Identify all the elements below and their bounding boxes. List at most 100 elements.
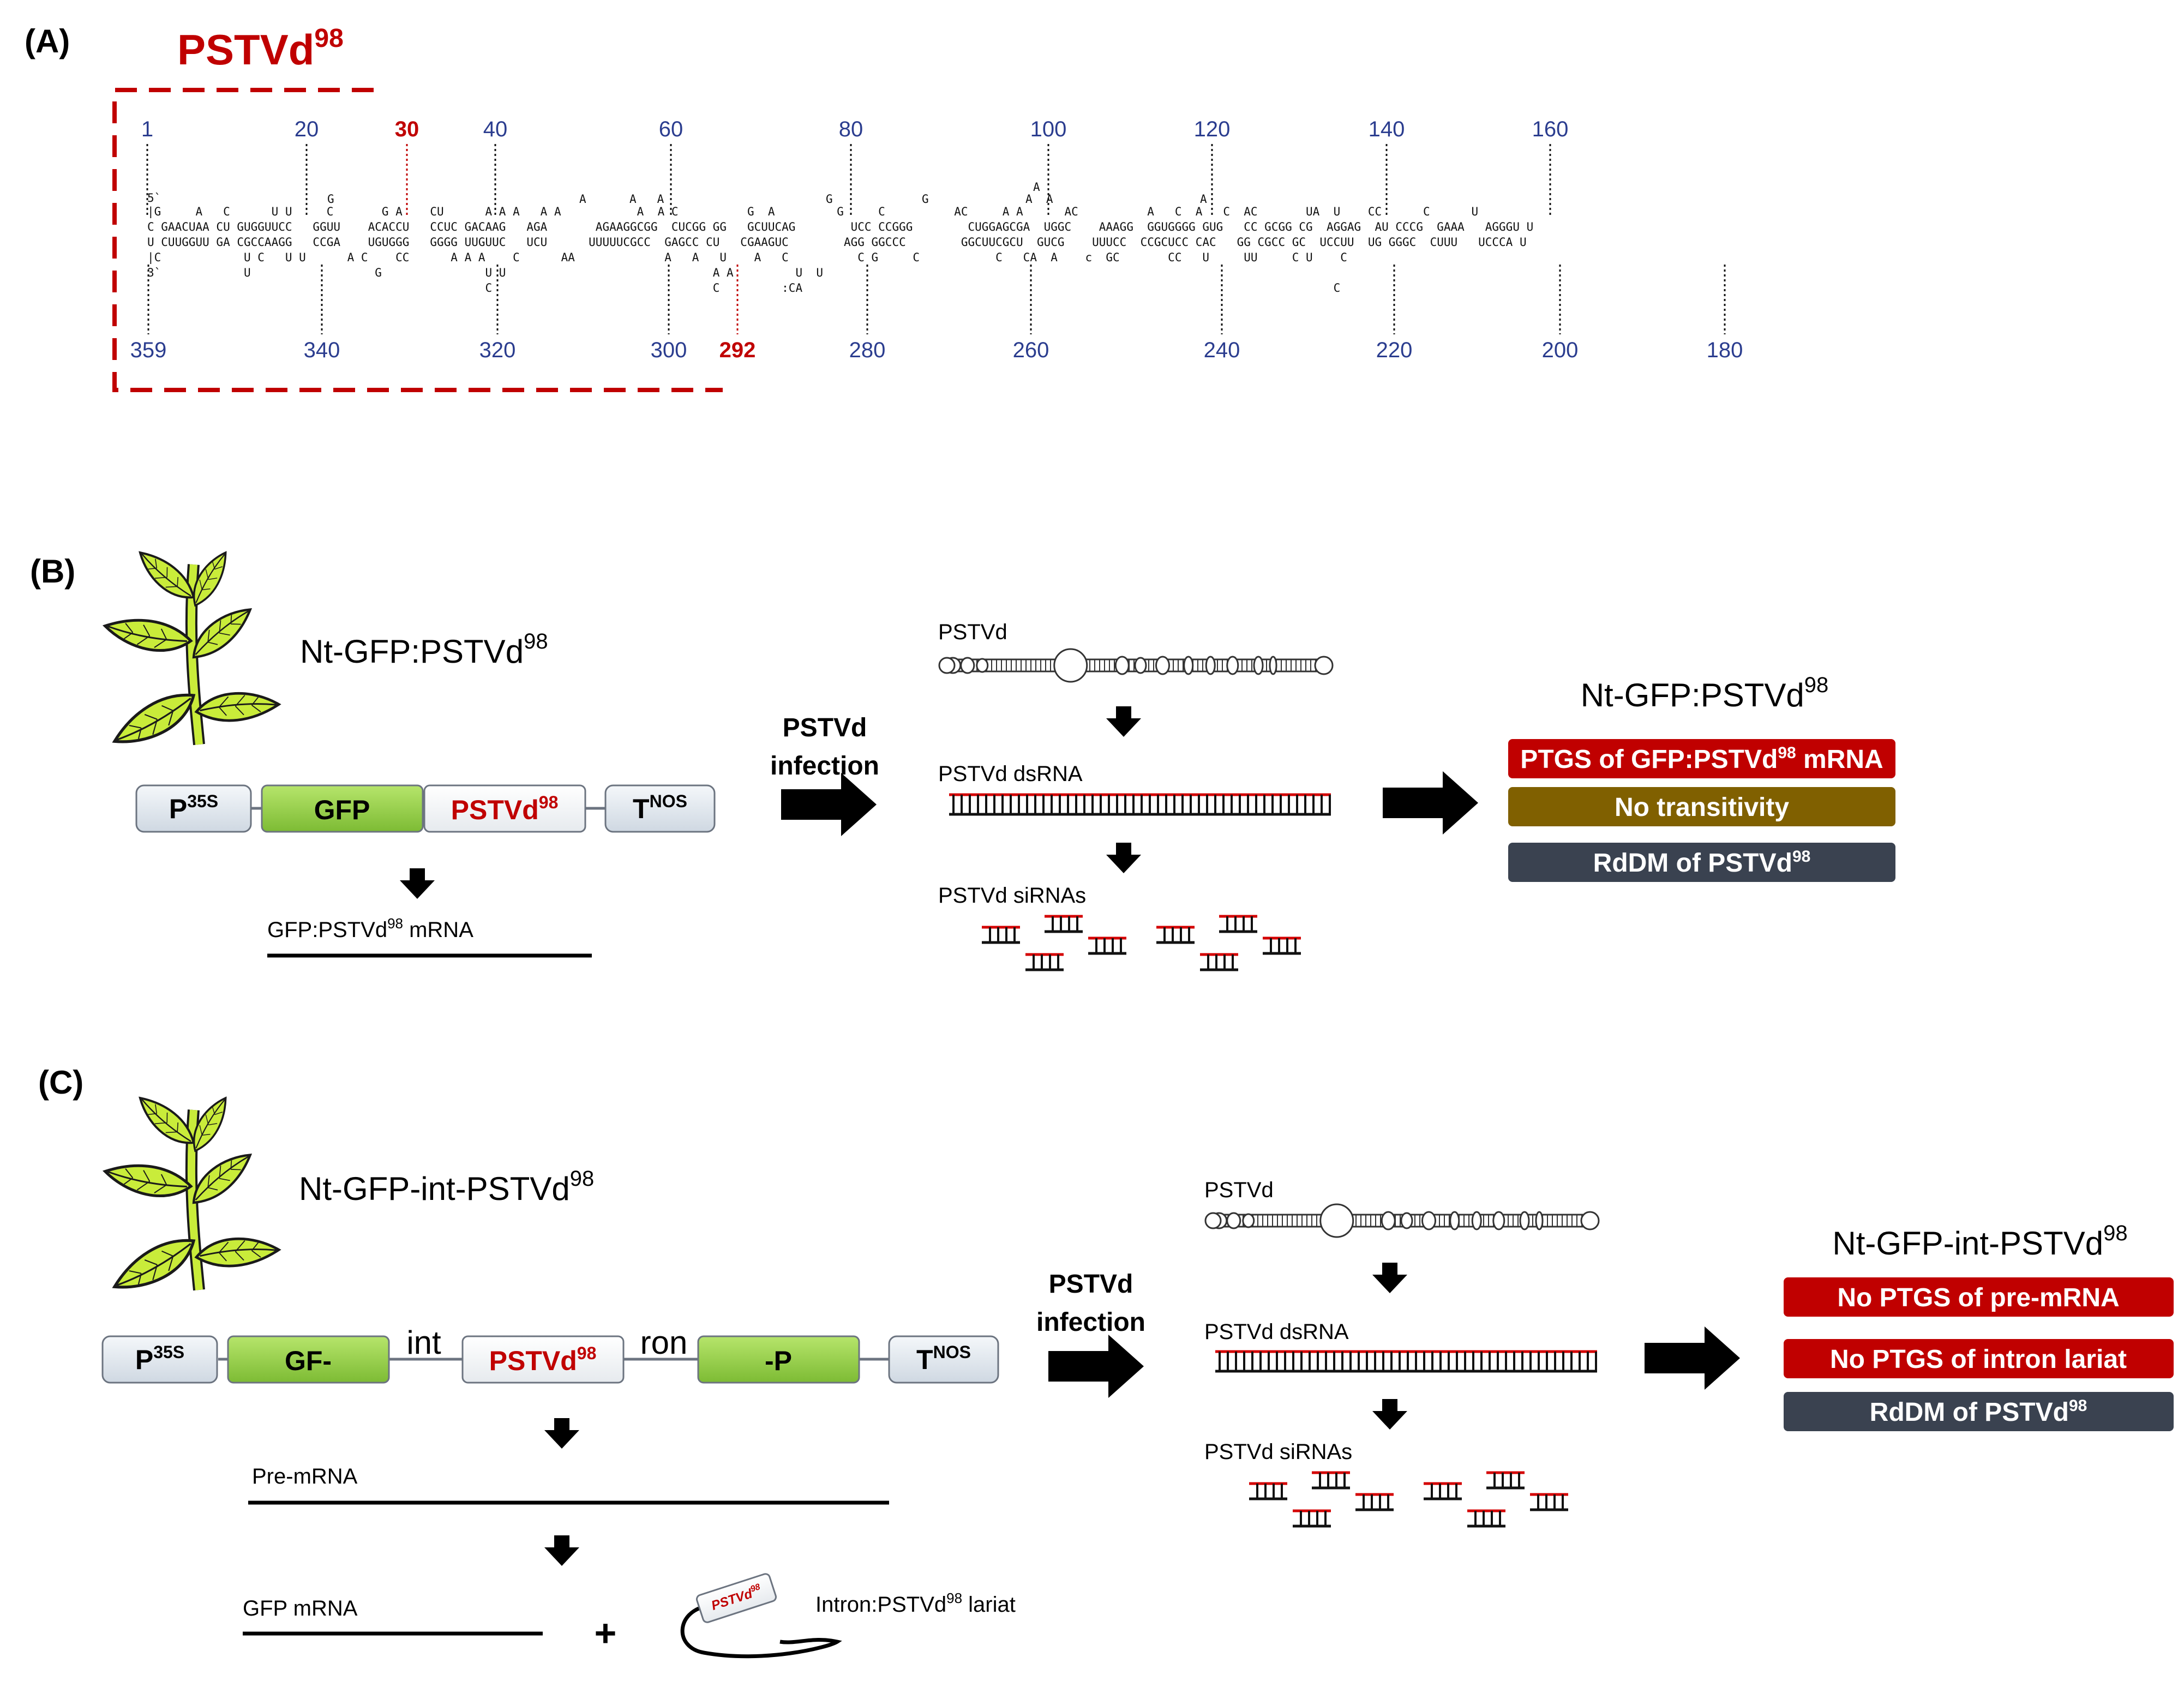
gfp-box-b bbox=[261, 784, 424, 833]
lariat-pstvd98-tag bbox=[695, 1573, 777, 1623]
sequence-row: 5` bbox=[147, 191, 161, 205]
pstvd-label-c: PSTVd bbox=[1204, 1178, 1274, 1202]
arrow-to-dsrna-b bbox=[1106, 706, 1141, 737]
sirna-label-c: PSTVd siRNAs bbox=[1204, 1440, 1352, 1464]
sirna-cluster-b bbox=[982, 916, 1301, 970]
bottom-number-300: 300 bbox=[651, 338, 687, 362]
sirna-cluster-c bbox=[1249, 1473, 1568, 1526]
status-rddm-label-c: RdDM of PSTVd98 bbox=[1870, 1397, 2087, 1427]
infection-label-b-1: PSTVd bbox=[783, 713, 867, 742]
result-arrow-c bbox=[1645, 1326, 1740, 1390]
sequence-row: A A bbox=[629, 193, 664, 206]
top-number-80: 80 bbox=[839, 117, 863, 141]
pstvd98-box-c bbox=[461, 1335, 625, 1384]
bottom-number-359: 359 bbox=[130, 338, 167, 362]
sequence-row: |G A C U U C G A CU A A A A A A A C G A … bbox=[147, 205, 1478, 219]
top-number-1: 1 bbox=[141, 117, 153, 141]
tnos-label-b: TNOS bbox=[633, 791, 687, 824]
status-ptgs-b bbox=[1508, 739, 1895, 778]
dsrna-c bbox=[1215, 1350, 1597, 1373]
p35s-box-c bbox=[101, 1335, 218, 1384]
panel-label-a: (A) bbox=[25, 23, 70, 59]
arrow-to-sirna-b bbox=[1106, 843, 1141, 873]
intron-int-label: int bbox=[406, 1324, 441, 1361]
infection-arrow-b bbox=[781, 773, 877, 836]
bottom-number-320: 320 bbox=[479, 338, 516, 362]
gf-label-c: GF- bbox=[285, 1346, 332, 1376]
status-no-ptgs-lariat bbox=[1784, 1339, 2174, 1378]
panel-label-b: (B) bbox=[30, 553, 75, 590]
arrow-to-splicing bbox=[544, 1535, 579, 1566]
dsrna-label-c: PSTVd dsRNA bbox=[1204, 1320, 1349, 1344]
bottom-number-240: 240 bbox=[1204, 338, 1240, 362]
sequence-row: A bbox=[579, 193, 586, 206]
intron-lariat: PSTVd98 bbox=[680, 1573, 842, 1659]
gfp-mrna-label: GFP mRNA bbox=[243, 1596, 358, 1620]
sequence-row: G bbox=[327, 193, 334, 206]
sequence-row: 3` U G U U A A U U bbox=[147, 266, 823, 279]
pstvd-label-b: PSTVd bbox=[938, 620, 1007, 644]
status-rddm-c bbox=[1784, 1392, 2174, 1431]
p-end-box-c bbox=[697, 1335, 860, 1384]
premrna-label: Pre-mRNA bbox=[252, 1464, 358, 1488]
sequence-row: C GAACUAA CU GUGGUUCC GGUU ACACCU CCUC G… bbox=[147, 220, 1533, 233]
sequence-row: G bbox=[922, 193, 929, 206]
status-transitivity-label-b: No transitivity bbox=[1615, 793, 1789, 822]
top-number-120: 120 bbox=[1194, 117, 1231, 141]
bottom-number-340: 340 bbox=[304, 338, 340, 362]
top-marker-30: 30 bbox=[395, 117, 419, 141]
top-number-60: 60 bbox=[659, 117, 683, 141]
plus-sign: + bbox=[595, 1612, 617, 1654]
top-number-140: 140 bbox=[1369, 117, 1405, 141]
plant-icon bbox=[104, 1085, 280, 1290]
tnos-box-c bbox=[888, 1335, 999, 1384]
top-number-40: 40 bbox=[483, 117, 508, 141]
top-number-20: 20 bbox=[295, 117, 319, 141]
result-title-c: Nt-GFP-int-PSTVd98 bbox=[1832, 1221, 2127, 1262]
status-transitivity-b bbox=[1508, 787, 1895, 826]
plant-label-c: Nt-GFP-int-PSTVd98 bbox=[299, 1167, 594, 1207]
sequence-row: C C :CA C bbox=[147, 281, 1340, 295]
p35s-box-b bbox=[135, 784, 252, 833]
plant-label-b: Nt-GFP:PSTVd98 bbox=[300, 629, 548, 670]
intron-ron-label: ron bbox=[640, 1324, 688, 1361]
bottom-number-180: 180 bbox=[1707, 338, 1743, 362]
pstvd98-region-box bbox=[112, 88, 723, 392]
p35s-label-b: P35S bbox=[169, 791, 218, 824]
p35s-label-c: P35S bbox=[135, 1342, 184, 1375]
infection-arrow-c bbox=[1048, 1335, 1144, 1398]
pstvd98-title: PSTVd98 bbox=[177, 24, 344, 74]
bottom-number-220: 220 bbox=[1376, 338, 1413, 362]
sequence-row: A bbox=[1033, 181, 1040, 194]
tnos-label-c: TNOS bbox=[916, 1342, 971, 1375]
status-no-ptgs-premrna-label: No PTGS of pre-mRNA bbox=[1837, 1283, 2119, 1312]
gfp-label-b: GFP bbox=[314, 795, 370, 825]
pstvd-rod-structure-b bbox=[938, 648, 1334, 683]
dsrna-label-b: PSTVd dsRNA bbox=[938, 762, 1083, 786]
sequence-row: A bbox=[1200, 193, 1207, 206]
sequence-row: G bbox=[826, 193, 833, 206]
infection-label-c-1: PSTVd bbox=[1049, 1270, 1133, 1299]
pstvd-rod-structure-c bbox=[1204, 1203, 1600, 1238]
bottom-marker-292: 292 bbox=[719, 338, 756, 362]
sequence-row: |C U C U U A C CC A A A C AA A A U A C C… bbox=[147, 251, 1347, 265]
gf-box-c bbox=[227, 1335, 390, 1384]
sequence-row: A A bbox=[1025, 193, 1053, 206]
sequence-row: U CUUGGUU GA CGCCAAGG CCGA UGUGGG GGGG U… bbox=[147, 236, 1527, 249]
plant-icon bbox=[104, 539, 280, 745]
arrow-to-premrna bbox=[544, 1418, 579, 1449]
dsrna-b bbox=[949, 793, 1331, 816]
result-title-b: Nt-GFP:PSTVd98 bbox=[1581, 673, 1829, 713]
top-number-160: 160 bbox=[1532, 117, 1569, 141]
bottom-number-280: 280 bbox=[849, 338, 886, 362]
top-number-100: 100 bbox=[1030, 117, 1067, 141]
p-end-label-c: -P bbox=[765, 1346, 792, 1376]
lariat-label: Intron:PSTVd98 lariat bbox=[815, 1590, 1016, 1617]
arrow-to-dsrna-c bbox=[1372, 1263, 1407, 1293]
status-ptgs-label-b: PTGS of GFP:PSTVd98 mRNA bbox=[1520, 744, 1883, 774]
infection-label-c-2: infection bbox=[1036, 1308, 1145, 1337]
mrna-label-b: GFP:PSTVd98 mRNA bbox=[267, 915, 473, 942]
